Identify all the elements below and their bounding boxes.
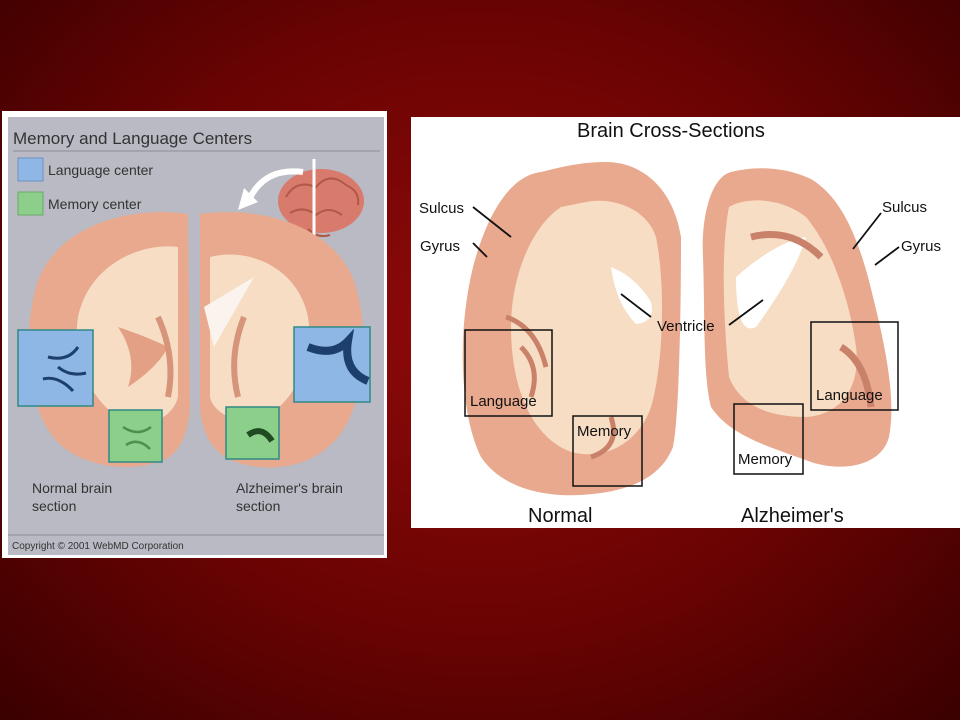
alzheimers-memory-label: Memory: [738, 451, 793, 468]
memory-language-figure: Memory and Language Centers Language cen…: [2, 111, 387, 558]
figure-title: Memory and Language Centers: [13, 129, 252, 148]
brain-cross-sections-figure: Brain Cross-Sections Sulcu: [411, 117, 960, 528]
normal-language-region: [17, 329, 94, 407]
alzheimers-brain-section: [200, 212, 371, 468]
small-brain-icon: [278, 159, 364, 239]
gyrus-label-left: Gyrus: [420, 238, 460, 255]
normal-memory-label: Memory: [577, 423, 632, 440]
ventricle-label: Ventricle: [657, 318, 715, 335]
normal-memory-region: [108, 409, 163, 463]
normal-language-box: [464, 329, 553, 417]
memory-legend-label: Memory center: [48, 196, 142, 212]
cross-sections-title: Brain Cross-Sections: [577, 120, 765, 142]
copyright-text: Copyright © 2001 WebMD Corporation: [12, 541, 184, 552]
alzheimers-memory-box: [733, 403, 804, 475]
memory-legend-swatch: [17, 191, 44, 216]
language-legend-label: Language center: [48, 162, 153, 178]
normal-caption-line1: Normal brain: [32, 480, 112, 496]
alzheimers-caption-line1: Alzheimer's brain: [236, 480, 343, 496]
alzheimers-language-region: [293, 326, 371, 403]
alzheimers-language-box: [810, 321, 899, 411]
alzheimers-language-label: Language: [816, 387, 883, 404]
normal-memory-box: [572, 415, 643, 487]
language-legend-swatch: [17, 157, 44, 182]
sulcus-label-right: Sulcus: [882, 199, 927, 216]
alzheimers-cross-section: [702, 168, 892, 467]
gyrus-label-right: Gyrus: [901, 238, 941, 255]
normal-caption-line2: section: [32, 498, 76, 514]
alzheimers-caption: Alzheimer's: [741, 505, 844, 527]
normal-language-label: Language: [470, 393, 537, 410]
figure-background: Memory and Language Centers Language cen…: [8, 117, 384, 555]
normal-cross-section: [462, 162, 681, 496]
normal-brain-section: [17, 212, 190, 467]
sulcus-label-left: Sulcus: [419, 200, 464, 217]
alzheimers-caption-line2: section: [236, 498, 280, 514]
normal-caption: Normal: [528, 505, 592, 527]
